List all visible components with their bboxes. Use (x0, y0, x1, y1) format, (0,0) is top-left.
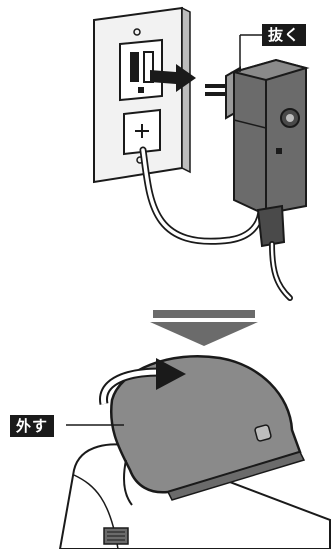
device-cover-icon (111, 356, 304, 505)
remove-label: 外す (10, 415, 54, 437)
outlet-receptacle (120, 40, 162, 100)
ac-adapter-icon (205, 60, 306, 298)
unplug-label: 抜く (262, 24, 306, 46)
down-arrow-icon (150, 310, 258, 346)
